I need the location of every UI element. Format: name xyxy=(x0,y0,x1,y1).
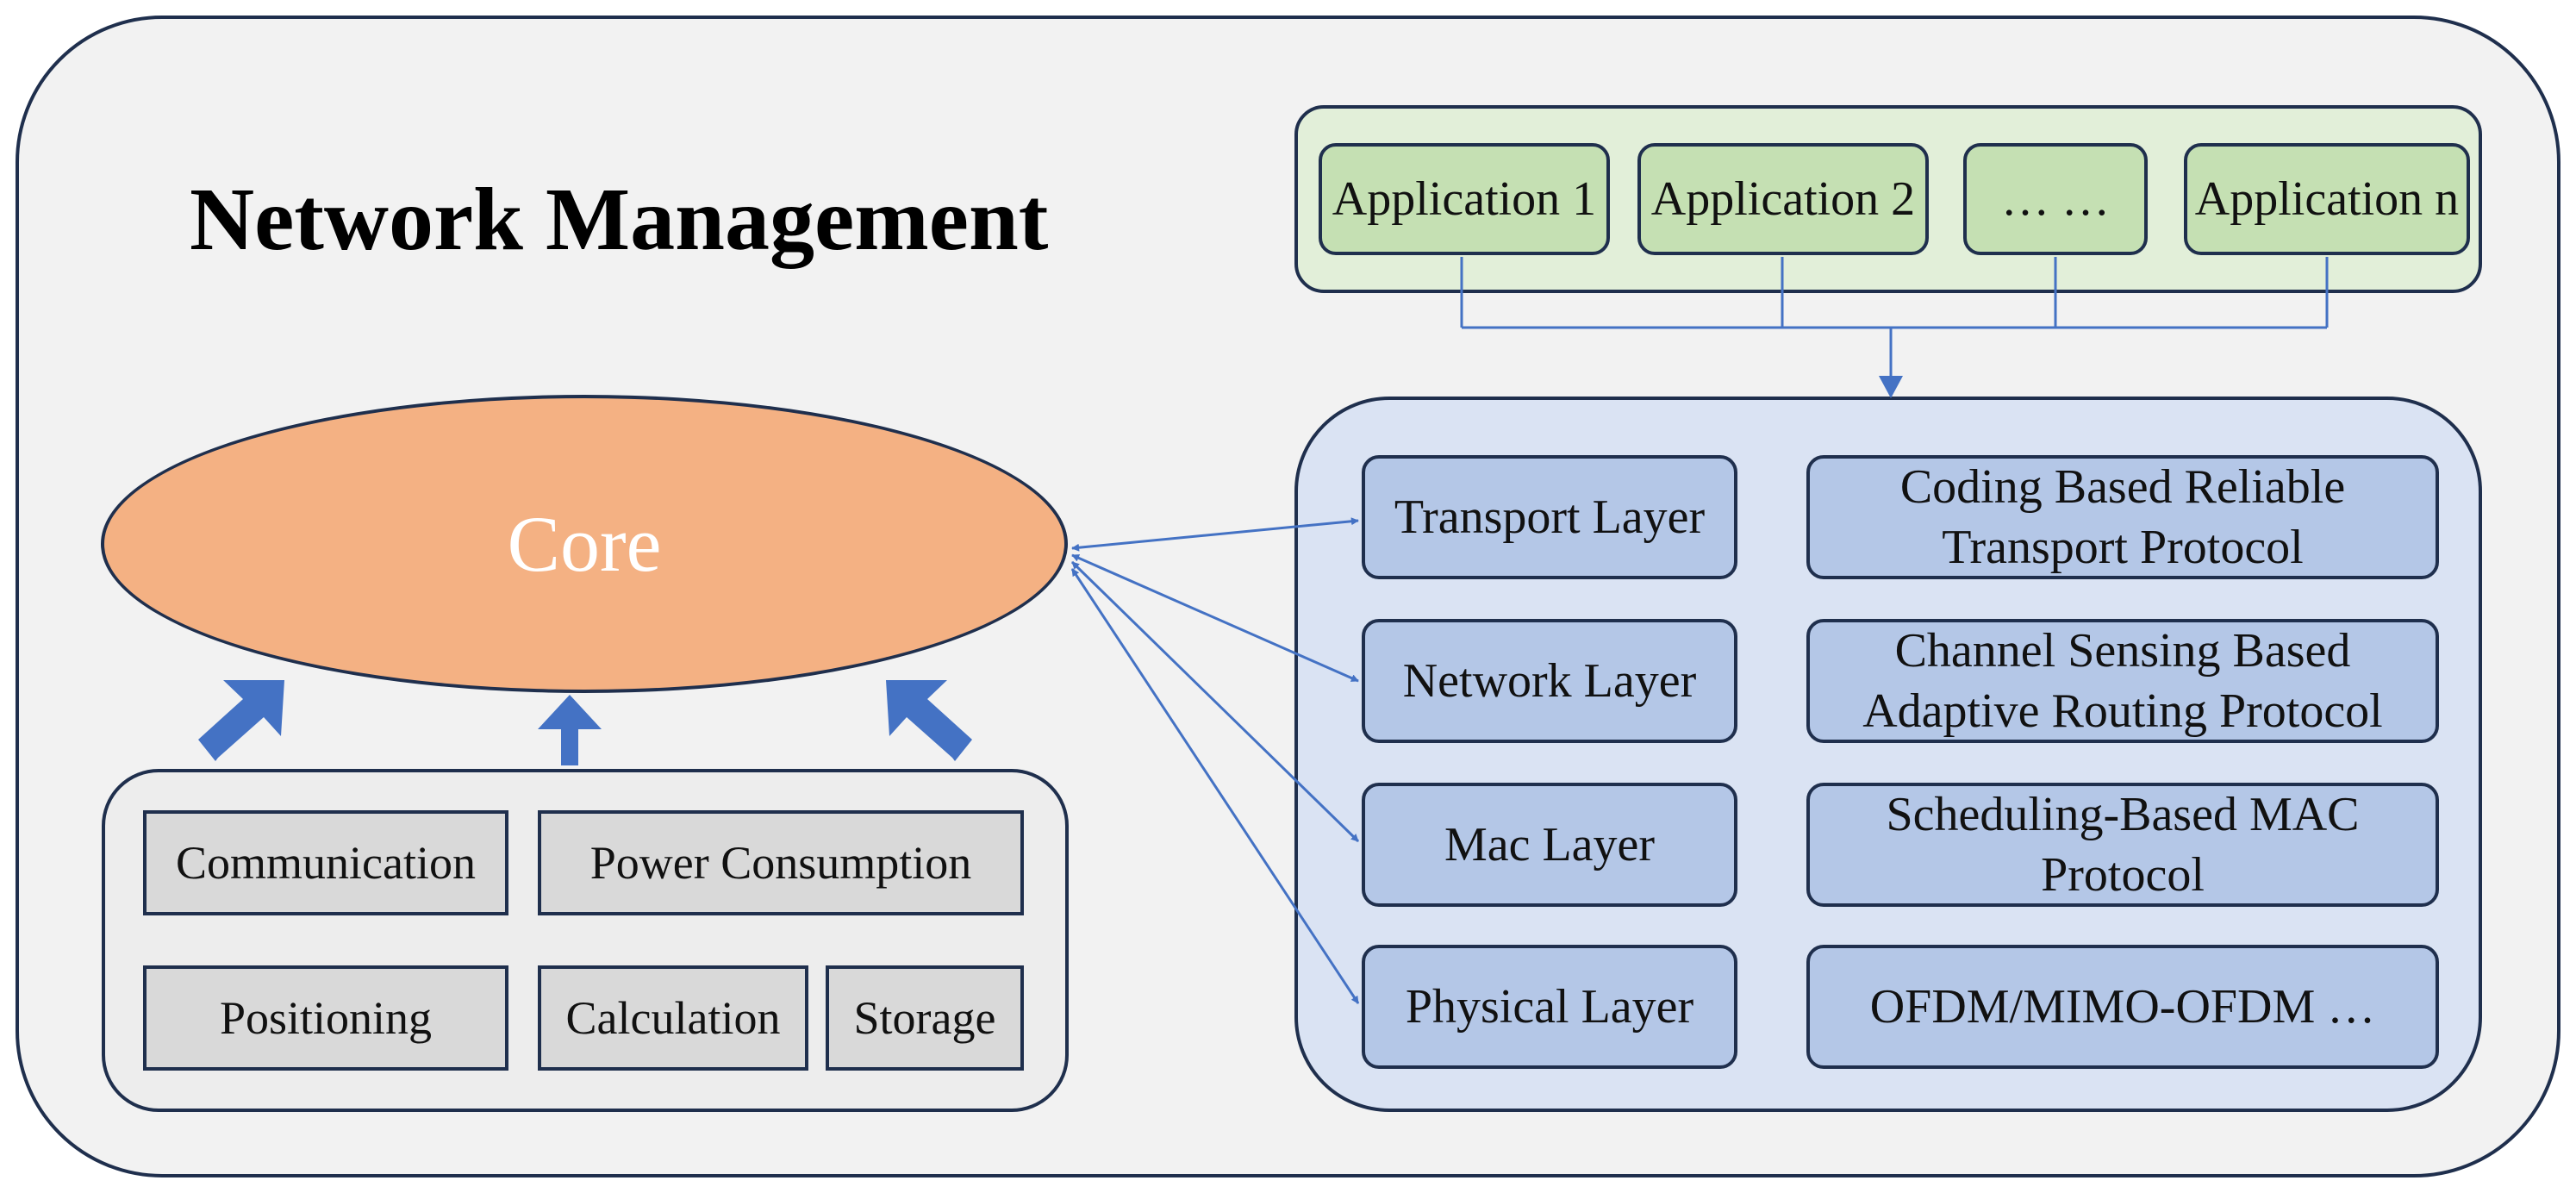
core-transport-arrow xyxy=(1071,517,1359,552)
core-ellipse: Core xyxy=(101,395,1068,693)
core-network-arrow xyxy=(1071,553,1359,683)
diagram-title: Network Management xyxy=(190,170,1049,269)
application-box-1: Application 1 xyxy=(1319,143,1610,255)
mac-layer-box: Mac Layer xyxy=(1362,783,1737,907)
application-box-ellipsis: … … xyxy=(1963,143,2148,255)
application-box-n: Application n xyxy=(2184,143,2470,255)
positioning-box: Positioning xyxy=(143,965,508,1071)
physical-layer-box: Physical Layer xyxy=(1362,945,1737,1069)
storage-box: Storage xyxy=(826,965,1024,1071)
resources-to-core-arrow-left xyxy=(198,680,284,761)
resources-to-core-arrow-center xyxy=(538,695,602,765)
mac-protocol-box: Scheduling-Based MAC Protocol xyxy=(1806,783,2439,907)
transport-layer-box: Transport Layer xyxy=(1362,455,1737,579)
core-mac-arrow xyxy=(1070,560,1360,843)
power-consumption-box: Power Consumption xyxy=(538,810,1024,915)
application-bracket-connector xyxy=(1460,257,2329,329)
network-layer-box: Network Layer xyxy=(1362,619,1737,743)
physical-protocol-box: OFDM/MIMO-OFDM … xyxy=(1806,945,2439,1069)
transport-protocol-box: Coding Based Reliable Transport Protocol xyxy=(1806,455,2439,579)
application-box-2: Application 2 xyxy=(1637,143,1929,255)
applications-to-stack-arrow xyxy=(1879,328,1903,398)
communication-box: Communication xyxy=(143,810,508,915)
calculation-box: Calculation xyxy=(538,965,808,1071)
resources-to-core-arrow-right xyxy=(886,680,972,761)
core-physical-arrow xyxy=(1070,568,1360,1004)
network-protocol-box: Channel Sensing Based Adaptive Routing P… xyxy=(1806,619,2439,743)
